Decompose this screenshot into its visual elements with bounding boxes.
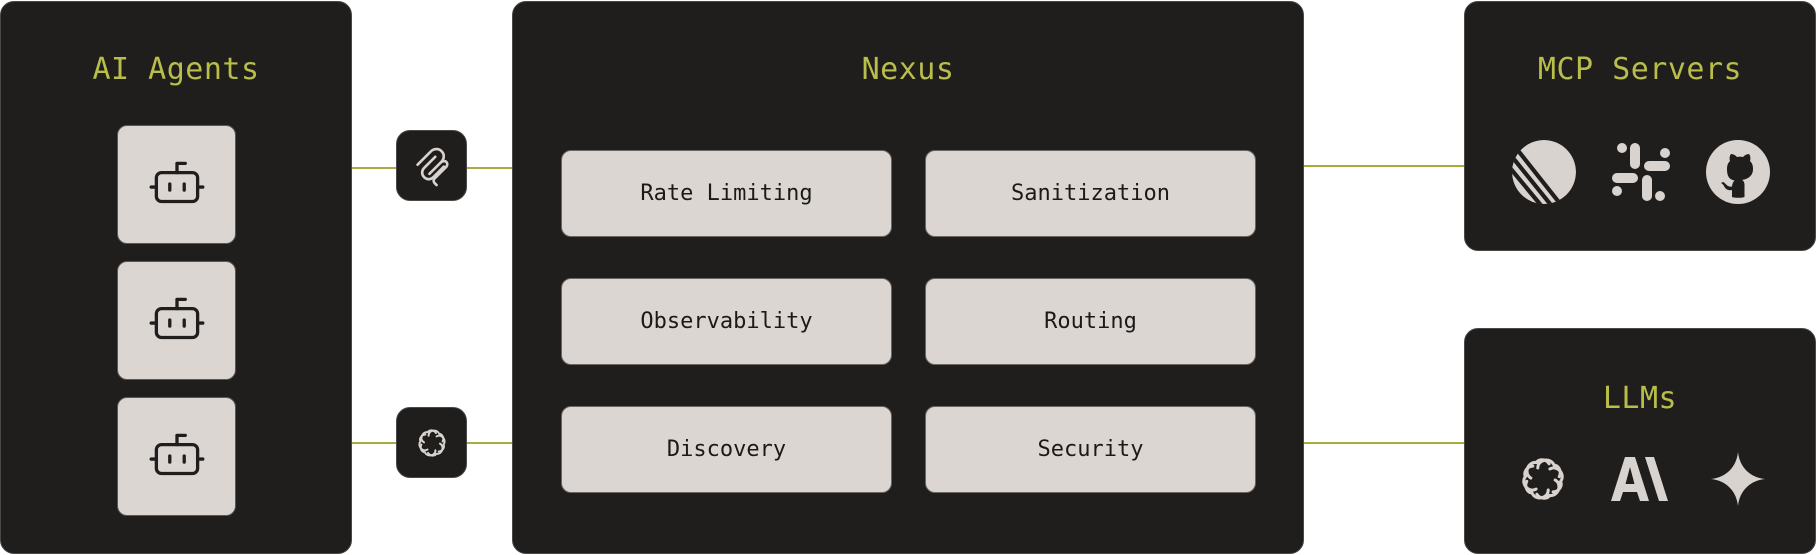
linear-icon	[1511, 139, 1577, 205]
agents-panel: AI Agents	[0, 1, 352, 554]
agent-tile-3	[117, 397, 236, 516]
agents-panel-title: AI Agents	[92, 52, 260, 87]
github-icon	[1705, 139, 1771, 205]
robot-icon	[144, 424, 210, 490]
agent-tile-2	[117, 261, 236, 380]
feature-routing: Routing	[925, 278, 1256, 365]
nexus-panel: Nexus Rate Limiting Sanitization Observa…	[512, 1, 1304, 554]
anthropic-icon	[1609, 451, 1673, 507]
robot-icon	[144, 288, 210, 354]
connector-nexus-to-mcp-servers	[1302, 165, 1466, 167]
feature-sanitization: Sanitization	[925, 150, 1256, 237]
mcp-protocol-badge	[396, 130, 467, 201]
slack-icon	[1608, 139, 1674, 205]
gemini-icon	[1708, 449, 1768, 509]
llms-panel-title: LLMs	[1602, 381, 1678, 416]
feature-observability: Observability	[561, 278, 892, 365]
feature-security: Security	[925, 406, 1256, 493]
openai-icon	[413, 424, 451, 462]
connector-nexus-to-llms	[1302, 442, 1466, 444]
mcp-icon	[411, 145, 453, 187]
feature-rate-limiting: Rate Limiting	[561, 150, 892, 237]
nexus-panel-title: Nexus	[861, 52, 955, 87]
mcp-servers-panel-title: MCP Servers	[1537, 52, 1743, 87]
robot-icon	[144, 152, 210, 218]
mcp-servers-panel: MCP Servers	[1464, 1, 1816, 251]
openai-protocol-badge	[396, 407, 467, 478]
openai-icon	[1513, 449, 1573, 509]
feature-discovery: Discovery	[561, 406, 892, 493]
agent-tile-1	[117, 125, 236, 244]
llms-panel: LLMs	[1464, 328, 1816, 554]
